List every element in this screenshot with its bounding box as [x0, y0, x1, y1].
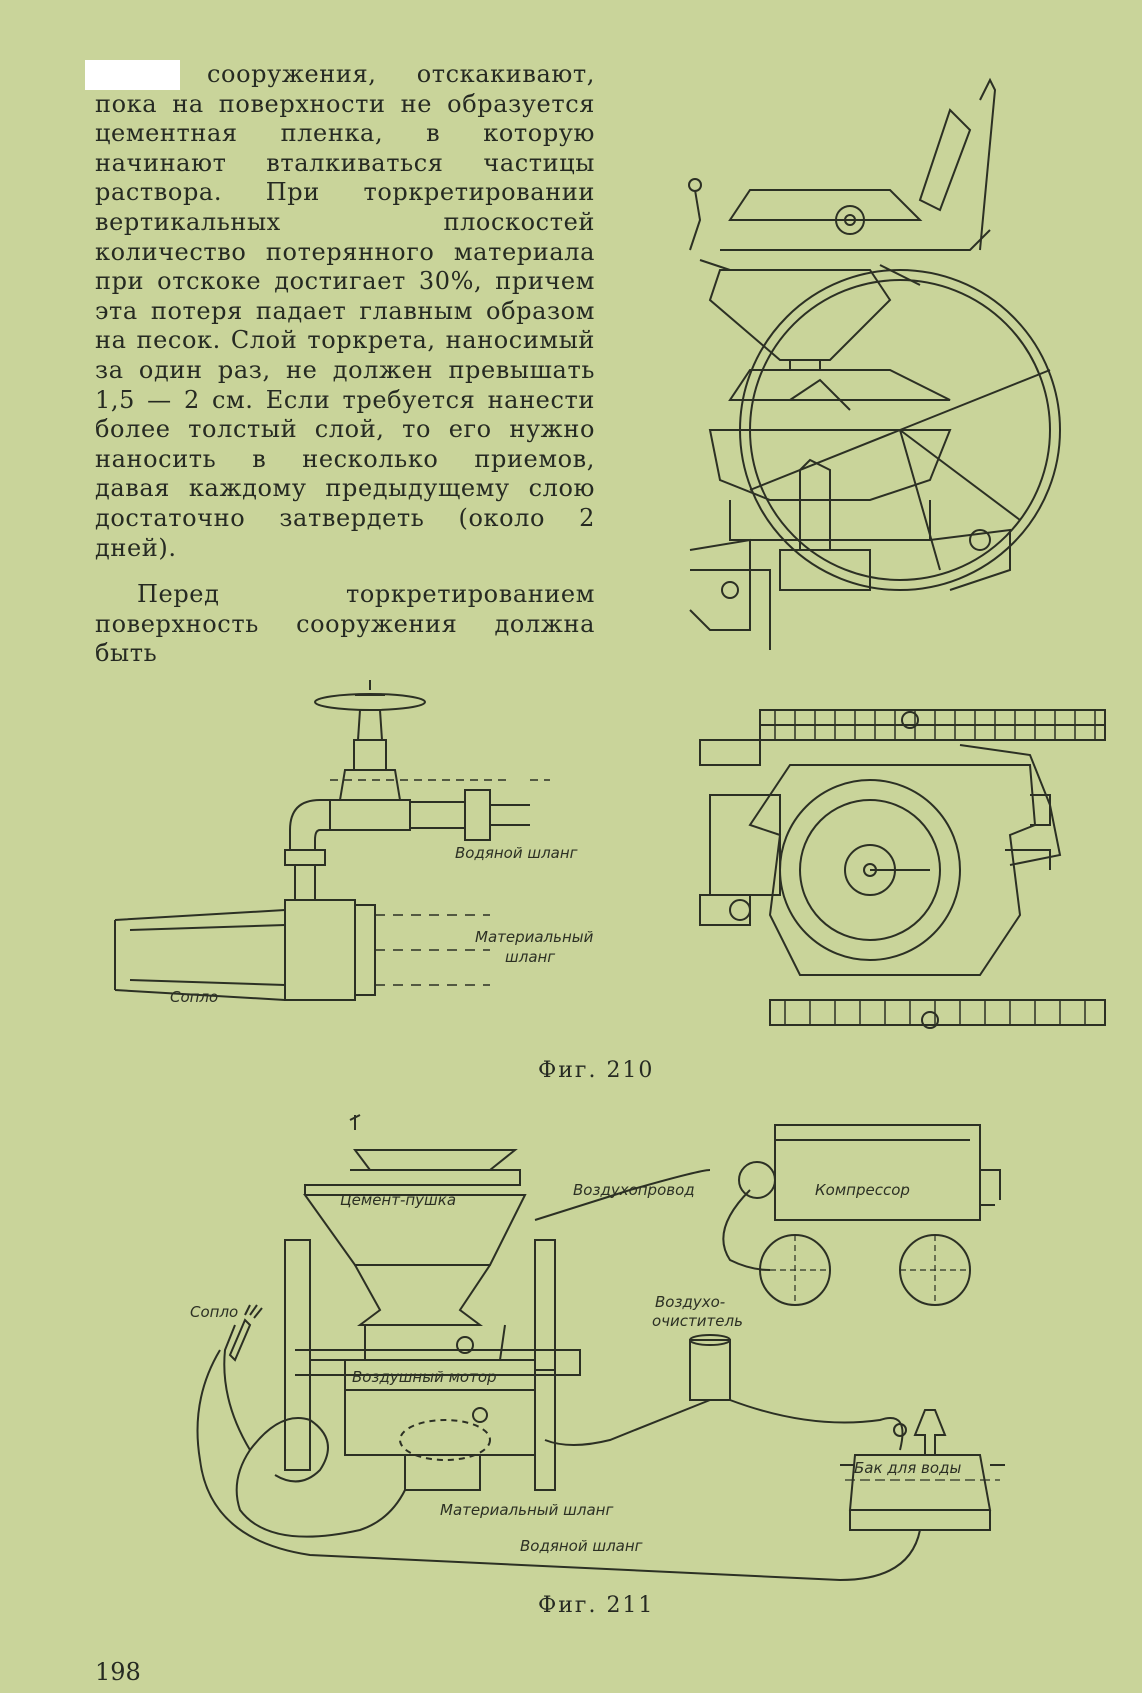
- fig211-label-air-cleaner-2: очиститель: [652, 1312, 743, 1330]
- fig211-label-air-pipe: Воздухопровод: [573, 1181, 695, 1199]
- fig210-nozzle-assembly: Водяной шланг Материальный шланг Сопло: [114, 680, 594, 1006]
- fig210-label-material-hose-1: Материальный: [475, 928, 594, 946]
- body-paragraph-1: сооружения, отскакивают, пока на поверхн…: [95, 60, 595, 562]
- fig211-label-water-tank: Бак для воды: [854, 1459, 961, 1477]
- fig211-label-material-hose: Материальный шланг: [440, 1501, 613, 1519]
- fig211-label-cement-gun: Цемент-пушка: [340, 1191, 456, 1209]
- fig211-label-nozzle: Сопло: [190, 1303, 238, 1321]
- fig210-cement-gun-plan: [699, 709, 1106, 1029]
- page-number: 198: [95, 1658, 141, 1686]
- fig211-label-air-cleaner-1: Воздухо-: [655, 1293, 725, 1311]
- fig210-label-material-hose-2: шланг: [505, 948, 555, 966]
- body-paragraph-2: Перед торкретированием поверхность соору…: [95, 580, 595, 668]
- fig211-label-compressor: Компрессор: [815, 1181, 910, 1199]
- fig211-installation-diagram: Цемент-пушка Воздухопровод Компрессор Во…: [190, 1114, 1005, 1582]
- fig211-caption: Фиг. 211: [538, 1593, 655, 1618]
- fig210-caption: Фиг. 210: [538, 1058, 655, 1083]
- redaction-box: [85, 60, 180, 90]
- fig210-label-nozzle: Сопло: [170, 988, 218, 1006]
- fig210-cement-gun-elevation: [688, 77, 1061, 650]
- fig211-label-water-hose: Водяной шланг: [520, 1537, 643, 1555]
- fig210-label-water-hose: Водяной шланг: [455, 844, 578, 862]
- fig211-label-air-motor: Воздушный мотор: [352, 1368, 497, 1386]
